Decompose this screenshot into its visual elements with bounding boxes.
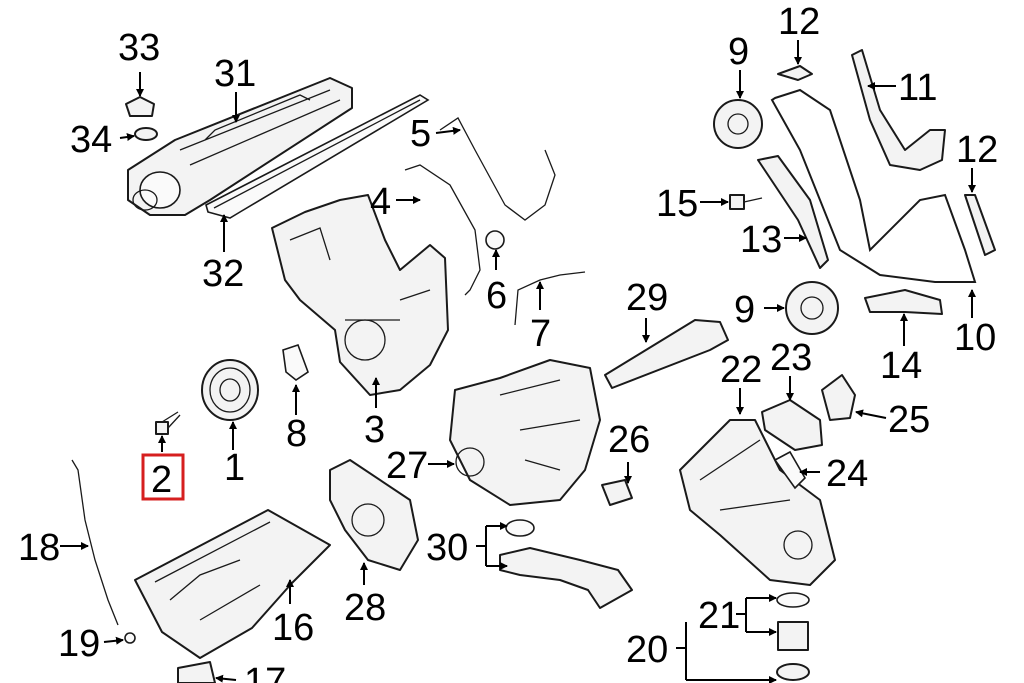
label-7[interactable]: 7 [530,313,551,355]
highlight-box [141,453,185,501]
gasket-8-part [282,343,309,381]
label-14-visible[interactable]: 14 [880,345,922,387]
label-1[interactable]: 1 [224,447,245,489]
label-9-upper[interactable]: 9 [728,31,749,73]
water-pump-housing-part [449,359,601,506]
label-27[interactable]: 27 [386,445,428,487]
cam-sprocket-upper-part [713,99,763,149]
gasket-23-part [761,399,823,451]
timing-cover-gasket-5-part [439,117,556,221]
label-12-right[interactable]: 12 [956,129,998,171]
oil-filter-housing-part [679,419,836,586]
label-3[interactable]: 3 [364,409,385,451]
sensor-harness-part [514,271,586,326]
timing-cover-gasket-4-part [404,164,481,296]
chain-guide-11-part [851,49,946,171]
label-16[interactable]: 16 [272,607,314,649]
label-18[interactable]: 18 [18,527,60,569]
label-15b[interactable]: 15 [656,183,698,225]
label-23[interactable]: 23 [770,337,812,379]
front-seal-part [485,230,505,250]
label-8[interactable]: 8 [286,413,307,455]
guide-pad-12-upper-part [777,65,813,81]
label-10[interactable]: 10 [954,317,996,359]
label-11[interactable]: 11 [898,67,937,109]
label-2[interactable]: 2 [151,459,172,501]
oil-filter-part [776,592,810,681]
label-12-upper[interactable]: 12 [778,1,820,43]
coolant-elbow-part [499,547,633,609]
label-24[interactable]: 24 [826,453,868,495]
label-13-visible[interactable]: 13 [740,219,782,261]
crank-pulley-part [201,359,259,421]
bolt-part [155,411,181,435]
oil-cap-part [125,96,155,117]
dipstick-part [71,459,119,626]
valve-cover-gasket-part [205,94,430,219]
bolt-15-part [729,194,763,210]
label-28[interactable]: 28 [344,587,386,629]
oil-pan-part [134,509,331,659]
label-9-lower[interactable]: 9 [734,289,755,331]
seal-part [134,127,158,141]
guide-rail-12-part [964,194,996,256]
leader-lines [60,40,976,683]
label-21[interactable]: 21 [698,595,740,637]
label-5[interactable]: 5 [410,113,431,155]
label-6[interactable]: 6 [486,275,507,317]
label-19[interactable]: 19 [58,623,100,665]
label-4[interactable]: 4 [370,181,391,223]
part-labels: 33 34 31 32 4 5 6 7 3 8 1 2 18 19 16 17 … [18,1,998,683]
gasket-24-part [773,450,806,490]
label-33[interactable]: 33 [118,27,160,69]
coolant-pipe-part [604,319,729,389]
label-32[interactable]: 32 [202,253,244,295]
tensioner-14-part [864,289,943,315]
label-29b[interactable]: 29 [626,277,668,319]
label-26[interactable]: 26 [608,419,650,461]
valve-cover-part [127,77,353,216]
timing-chain-part [770,88,977,283]
o-ring-30-part [505,519,535,537]
label-31[interactable]: 31 [214,53,256,95]
cover-25-part [821,374,856,421]
label-25[interactable]: 25 [888,399,930,441]
drain-plug-part [177,661,216,683]
sensor-26-part [601,479,633,506]
label-34[interactable]: 34 [70,119,112,161]
cam-sprocket-lower-part [785,281,839,335]
label-17[interactable]: 17 [244,661,286,683]
label-22[interactable]: 22 [720,349,762,391]
label-30b[interactable]: 30 [426,527,468,569]
chain-guide-13-part [757,155,829,269]
cover-28-part [329,459,419,571]
label-20[interactable]: 20 [626,629,668,671]
washer-19-part [124,632,136,644]
timing-cover-part [271,194,449,396]
